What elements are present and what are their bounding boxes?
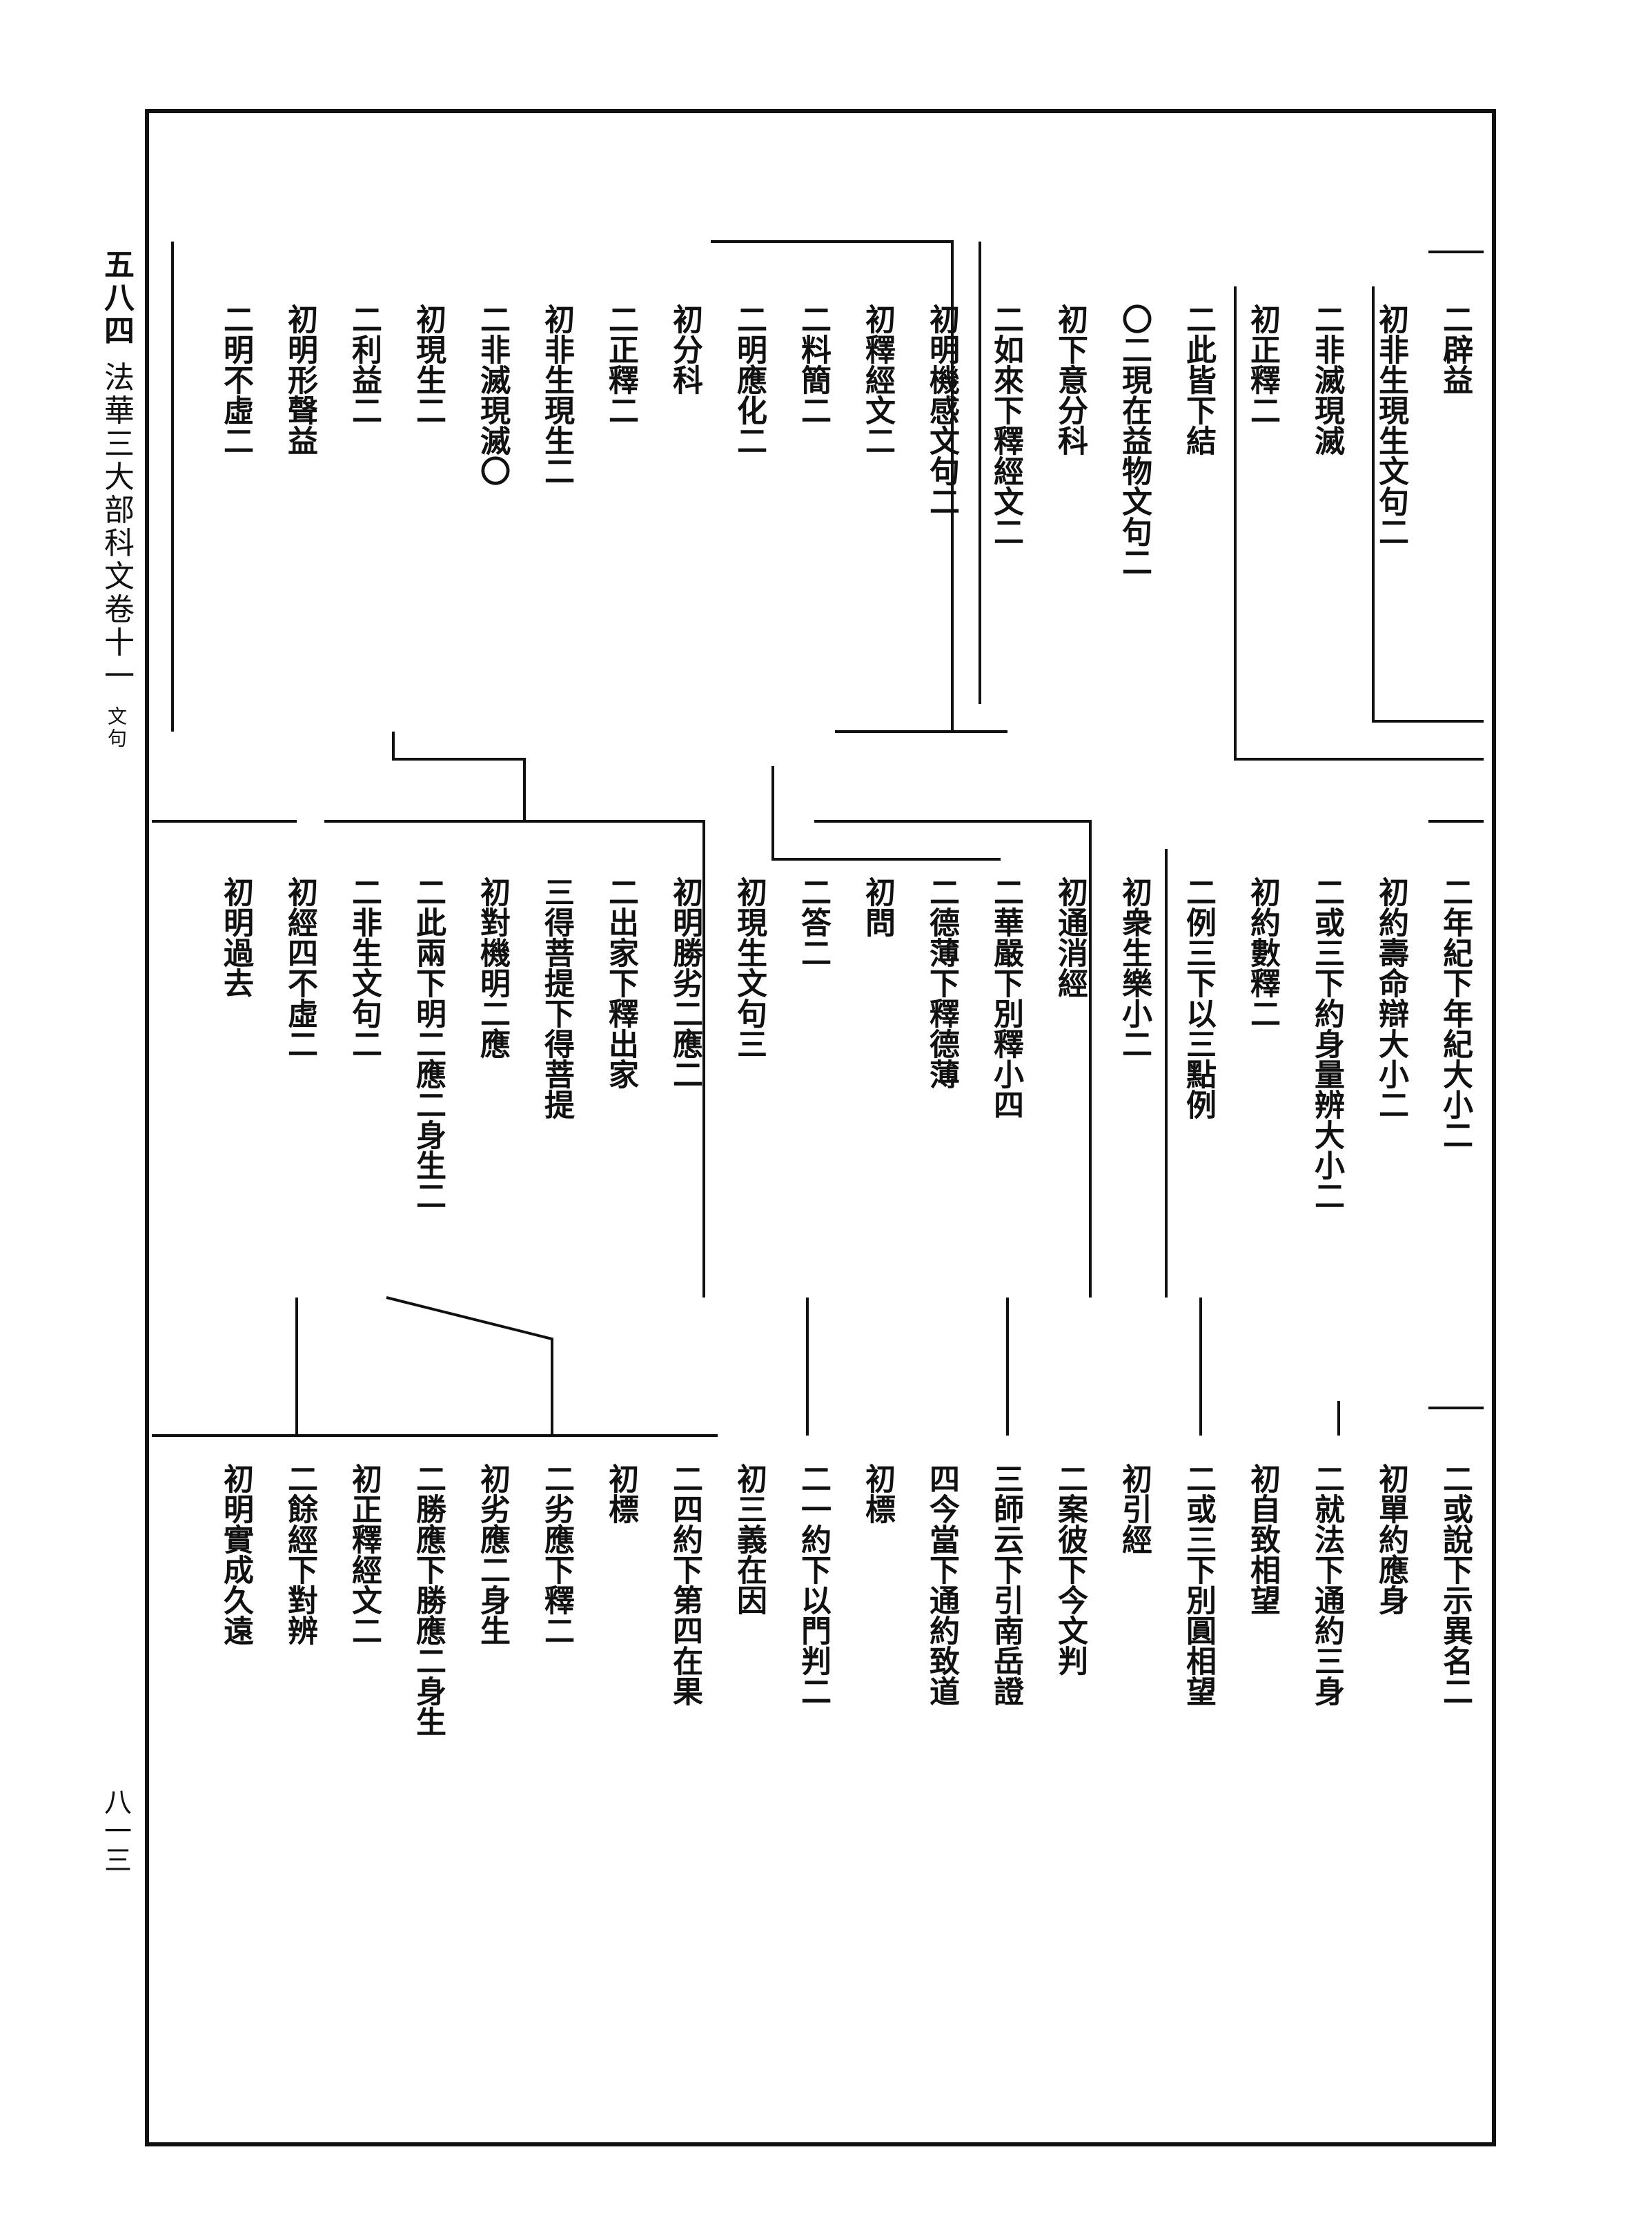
outline-entry: 初非生現生文句二 [1373, 304, 1408, 547]
outline-entry: 二出家下釋出家 [603, 877, 638, 1089]
outline-entry: 初正釋二 [1245, 304, 1280, 425]
outline-entry: 初明形聲益 [282, 304, 317, 456]
outline-entry: 初明機感文句二 [924, 304, 959, 516]
outline-entry: 二例三下以三點例 [1181, 877, 1216, 1119]
outline-entry: 初三義在因 [731, 1463, 767, 1615]
outline-entry: 四今當下通約致道 [924, 1463, 959, 1706]
outline-entry: 二辟益 [1437, 304, 1473, 395]
outline-entry: 二非滅現滅〇 [475, 304, 510, 486]
outline-entry: 三師云下引南岳證 [988, 1463, 1023, 1706]
book-title: 法華三大部科文卷十一 [99, 361, 134, 693]
outline-entry: 二非滅現滅 [1309, 304, 1344, 456]
section-label: 文句 [105, 705, 128, 750]
outline-entry: 二餘經下對辨 [282, 1463, 317, 1645]
margin-header: 五八四 法華三大部科文卷十一 文句 [97, 248, 135, 750]
outline-entry: 二料簡二 [796, 304, 831, 425]
outline-entry: 初自致相望 [1245, 1463, 1280, 1615]
outline-entry: 初分科 [667, 304, 702, 395]
outline-entry: 初引經 [1117, 1463, 1152, 1554]
outline-entry: 二如來下釋經文二 [988, 304, 1023, 547]
outline-entry: 二正釋二 [603, 304, 638, 425]
outline-entry: 初衆生樂小二 [1117, 877, 1152, 1059]
outline-entry: 二非生文句二 [346, 877, 382, 1059]
outline-entry: 初對機明二應 [475, 877, 510, 1059]
outline-entry: 二或三下約身量辨大小二 [1309, 877, 1344, 1211]
outline-entry: 初標 [603, 1463, 638, 1524]
outline-entry: 初正釋經文二 [346, 1463, 382, 1645]
outline-entry: 初問 [860, 877, 895, 937]
outline-entry: 初下意分科 [1052, 304, 1088, 456]
outline-entry: 初釋經文二 [860, 304, 895, 456]
outline-entry: 二利益二 [346, 304, 382, 425]
outline-entry: 二勝應下勝應二身生 [411, 1463, 446, 1736]
outline-entry: 二四約下第四在果 [667, 1463, 702, 1706]
outline-entry: 初現生二 [411, 304, 446, 425]
outline-entry: 二此皆下結 [1181, 304, 1216, 456]
outline-entry: 二就法下通約三身 [1309, 1463, 1344, 1706]
outline-entry: 初明過去 [218, 877, 253, 998]
outline-entry: 初明實成久遠 [218, 1463, 253, 1645]
outline-entry: 初單約應身 [1373, 1463, 1408, 1615]
outline-entry: 初通消經 [1052, 877, 1088, 998]
outline-entry: 二劣應下釋二 [539, 1463, 574, 1645]
outline-entry: 初約數釋二 [1245, 877, 1280, 1028]
outline-entry: 初非生現生二 [539, 304, 574, 486]
outline-entry: 初標 [860, 1463, 895, 1524]
outline-entry: 初現生文句三 [731, 877, 767, 1059]
outline-entry: 二答二 [796, 877, 831, 968]
outline-entry: 二一約下以門判二 [796, 1463, 831, 1706]
outline-entry: 二明應化二 [731, 304, 767, 456]
outline-entry: 二此兩下明二應二身生二 [411, 877, 446, 1211]
outline-entry: 初明勝劣二應二 [667, 877, 702, 1089]
outline-entry: 初約壽命辯大小二 [1373, 877, 1408, 1119]
outline-entry: 二或三下別圓相望 [1181, 1463, 1216, 1706]
outline-entry: 〇二現在益物文句二 [1117, 304, 1152, 577]
outline-entry: 初經四不虛二 [282, 877, 317, 1059]
outline-entry: 二或說下示異名二 [1437, 1463, 1473, 1706]
outline-entry: 三得菩提下得菩提 [539, 877, 574, 1119]
page-frame [145, 109, 1496, 2146]
outline-entry: 二案彼下今文判 [1052, 1463, 1088, 1676]
outline-entry: 二明不虛二 [218, 304, 253, 456]
outline-entry: 二德薄下釋德薄 [924, 877, 959, 1089]
volume-page-number: 五八四 [99, 248, 134, 348]
outline-entry: 初劣應二身生 [475, 1463, 510, 1645]
outline-entry: 二華嚴下別釋小四 [988, 877, 1023, 1119]
page-number: 八一三 [99, 1788, 131, 1874]
outline-entry: 二年紀下年紀大小二 [1437, 877, 1473, 1150]
